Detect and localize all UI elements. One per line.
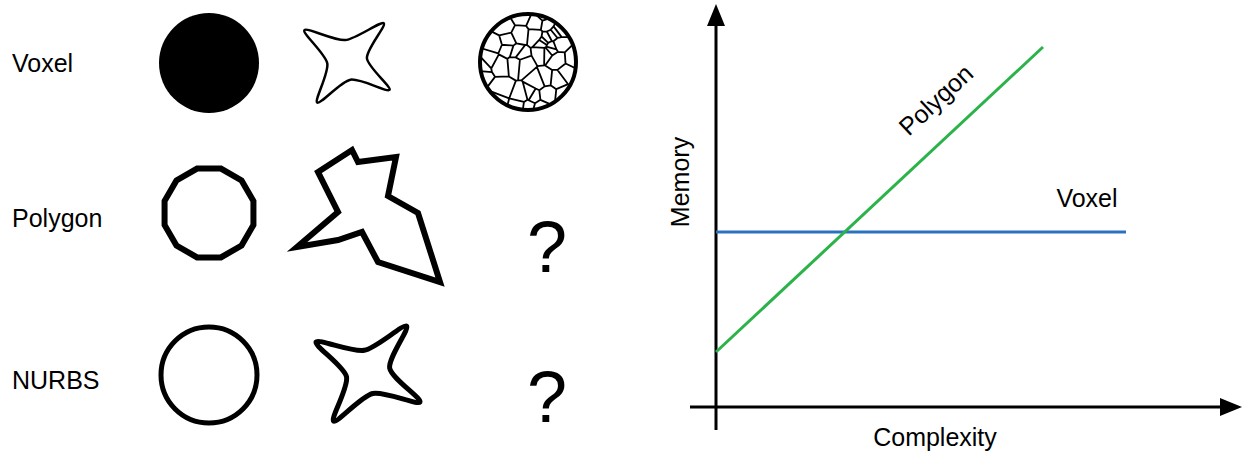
polygon-star: [297, 150, 440, 282]
unknown-mark: ?: [527, 361, 567, 433]
nurbs-circle: [161, 327, 257, 423]
voxel-line: [716, 231, 1126, 234]
row-label: Polygon: [12, 206, 102, 231]
label-text: ?: [527, 361, 567, 433]
series-label: Voxel: [1056, 186, 1117, 211]
y-axis: [715, 22, 718, 430]
label-text: Voxel: [12, 51, 73, 76]
chart-group: [690, 4, 1242, 430]
nurbs-star: [316, 326, 420, 421]
series-label: Polygon: [894, 60, 977, 140]
label-text: Complexity: [873, 425, 997, 450]
x-axis: [690, 406, 1222, 409]
axis-title: Memory: [668, 137, 693, 227]
unknown-mark: ?: [527, 211, 567, 283]
x-axis-arrowhead: [1220, 398, 1242, 416]
voxel-cell-outline: [480, 14, 576, 110]
label-text: ?: [527, 211, 567, 283]
row-label: Voxel: [12, 51, 73, 76]
voxel-cells: [476, 10, 580, 114]
voxel-circle: [159, 13, 259, 113]
y-axis-arrowhead: [707, 4, 725, 26]
shape-group: [159, 10, 580, 423]
polygon-circle: [165, 169, 254, 258]
row-label: NURBS: [12, 368, 100, 393]
voxel-star: [304, 23, 390, 103]
label-text: Voxel: [1056, 186, 1117, 211]
axis-title: Complexity: [873, 425, 997, 450]
label-text: Polygon: [12, 206, 102, 231]
label-text: NURBS: [12, 368, 100, 393]
label-text: Memory: [668, 137, 693, 227]
label-text: Polygon: [894, 60, 977, 140]
polygon-line: [716, 47, 1043, 352]
